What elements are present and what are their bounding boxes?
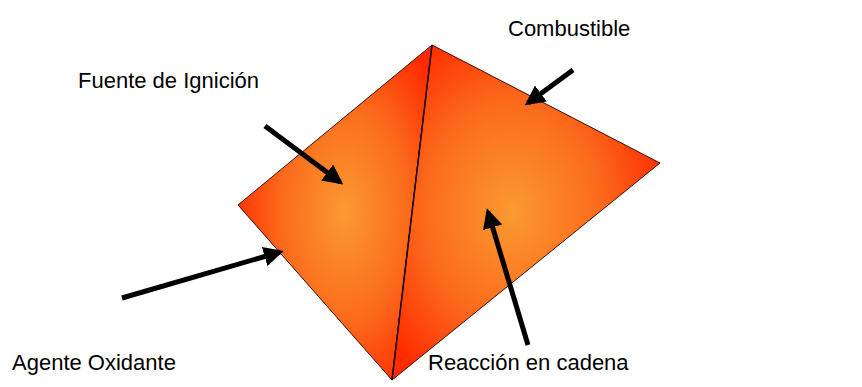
- leader-arrow: [488, 212, 528, 345]
- leader-arrow: [528, 70, 573, 103]
- part-label: Reacción en cadena: [428, 350, 629, 375]
- leader-arrow: [122, 252, 280, 298]
- part-label: Fuente de Ignición: [78, 68, 259, 93]
- leader-arrow: [265, 126, 340, 182]
- right-face: [392, 45, 660, 380]
- part-label: Combustible: [508, 16, 630, 41]
- part-label: Agente Oxidante: [12, 350, 176, 375]
- front-edge: [392, 45, 432, 380]
